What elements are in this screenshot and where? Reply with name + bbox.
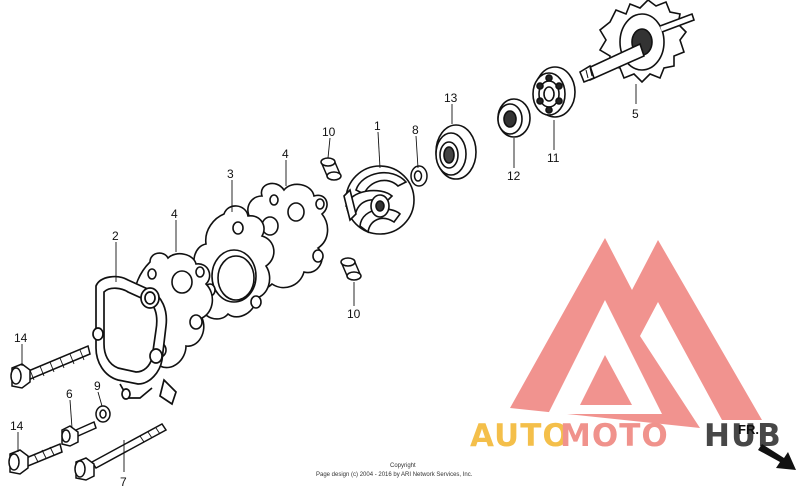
- watermark-logo: [510, 238, 762, 428]
- pump-shaft-gear: [579, 0, 696, 84]
- callout-5: 5: [632, 107, 639, 121]
- callout-12: 12: [507, 169, 521, 183]
- callout-3: 3: [227, 167, 234, 181]
- callout-14-lower: 14: [10, 419, 24, 433]
- collar-10-lower: [340, 257, 362, 281]
- watermark-wordmark: AUTO MOTO HUB: [470, 418, 781, 454]
- copyright-notice: Copyright Page design (c) 2004 - 2016 by…: [316, 463, 473, 478]
- svg-text:MOTO: MOTO: [560, 418, 669, 454]
- pump-cover-2: [92, 275, 177, 406]
- callout-labels: 1 2 3 4 4 5 6 7 8 9 10 10 11 12 13 14 14: [10, 91, 639, 489]
- callout-9: 9: [94, 379, 101, 393]
- washer-8: [410, 165, 428, 187]
- callout-10-lower: 10: [347, 307, 361, 321]
- bolt-14-lower: [8, 442, 63, 475]
- svg-text:AUTO: AUTO: [470, 418, 570, 454]
- bolt-7: [74, 423, 168, 481]
- callout-11: 11: [547, 151, 560, 165]
- seal-13: [435, 124, 477, 180]
- callout-4-rear: 4: [282, 147, 289, 161]
- impeller-1: [343, 165, 415, 235]
- callout-8: 8: [412, 123, 419, 137]
- front-arrow-icon: FR.: [738, 422, 796, 470]
- callout-1: 1: [374, 119, 381, 133]
- leader-lines: [17, 84, 637, 472]
- callout-7: 7: [120, 475, 127, 489]
- callout-13: 13: [444, 91, 458, 105]
- svg-text:Copyright: Copyright: [390, 463, 416, 469]
- svg-text:Page design (c) 2004 - 2016 by: Page design (c) 2004 - 2016 by ARI Netwo…: [316, 472, 473, 478]
- bolt-14-upper: [10, 344, 91, 389]
- callout-10-upper: 10: [322, 125, 336, 139]
- washer-9: [95, 405, 111, 423]
- bearing-11: [532, 66, 576, 118]
- callout-4-front: 4: [171, 207, 178, 221]
- pump-body-3: [190, 205, 275, 320]
- callout-14-upper: 14: [14, 331, 28, 345]
- callout-6: 6: [66, 387, 73, 401]
- bolt-6: [61, 420, 97, 447]
- svg-text:FR.: FR.: [738, 422, 759, 437]
- callout-2: 2: [112, 229, 119, 243]
- collar-10-upper: [320, 157, 342, 181]
- seal-12: [497, 98, 531, 138]
